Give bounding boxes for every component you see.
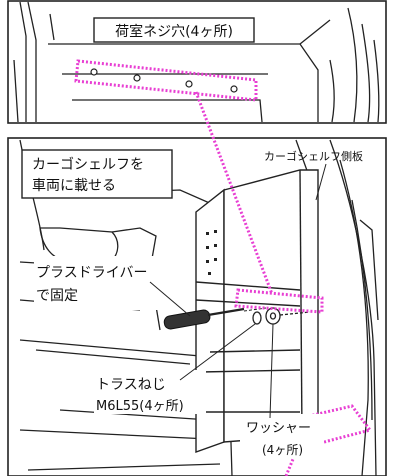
callout-screwdriver-line1: プラスドライバー (36, 265, 147, 281)
shelf-mount-highlight (234, 288, 324, 314)
side-panel-label: カーゴシェルフ側板 (264, 149, 363, 163)
truss-screw (252, 311, 262, 325)
screw-and-washer (252, 307, 311, 325)
top-panel: 荷室ネジ穴(4ヶ所) (7, 0, 387, 124)
callout-place-line2: 車両に載せる (32, 177, 116, 194)
callout-washer-line2: (4ヶ所) (262, 443, 303, 457)
side-panel-leader (315, 163, 327, 201)
callout-place-box (21, 149, 173, 199)
screw-hole (230, 85, 238, 93)
washer-hole (269, 312, 277, 320)
callout-screwdriver-leader (149, 281, 191, 317)
callout-screw-bg (94, 370, 206, 414)
panel-perforations (206, 230, 217, 275)
callout-washer-line1: ワッシャー (246, 421, 311, 436)
callout-washer-leader (269, 323, 274, 419)
callout-screwdriver-line2: で固定 (36, 288, 78, 304)
top-label-box (93, 17, 255, 43)
callout-screwdriver-bg (34, 256, 170, 310)
top-cargo-wall-drawing (13, 1, 380, 123)
callout-screw-line1: トラスねじ (96, 377, 166, 393)
bottom-panel: カーゴシェルフを 車両に載せる カーゴシェルフ側板 プラスドライバー で固定 ト… (7, 137, 387, 476)
callout-place-line1: カーゴシェルフを (32, 156, 144, 173)
screw-hole (90, 68, 98, 76)
callout-screw-line2: M6L55(4ヶ所) (96, 399, 184, 414)
screw-hole (185, 80, 193, 88)
insertion-arrow (243, 307, 267, 312)
top-screw-holes (90, 68, 238, 93)
screwdriver-shaft (207, 307, 245, 317)
top-label-text: 荷室ネジ穴(4ヶ所) (115, 23, 233, 40)
callout-screw-leader (179, 323, 256, 381)
callout-washer-bg (240, 414, 324, 458)
screw-hole (133, 74, 141, 82)
